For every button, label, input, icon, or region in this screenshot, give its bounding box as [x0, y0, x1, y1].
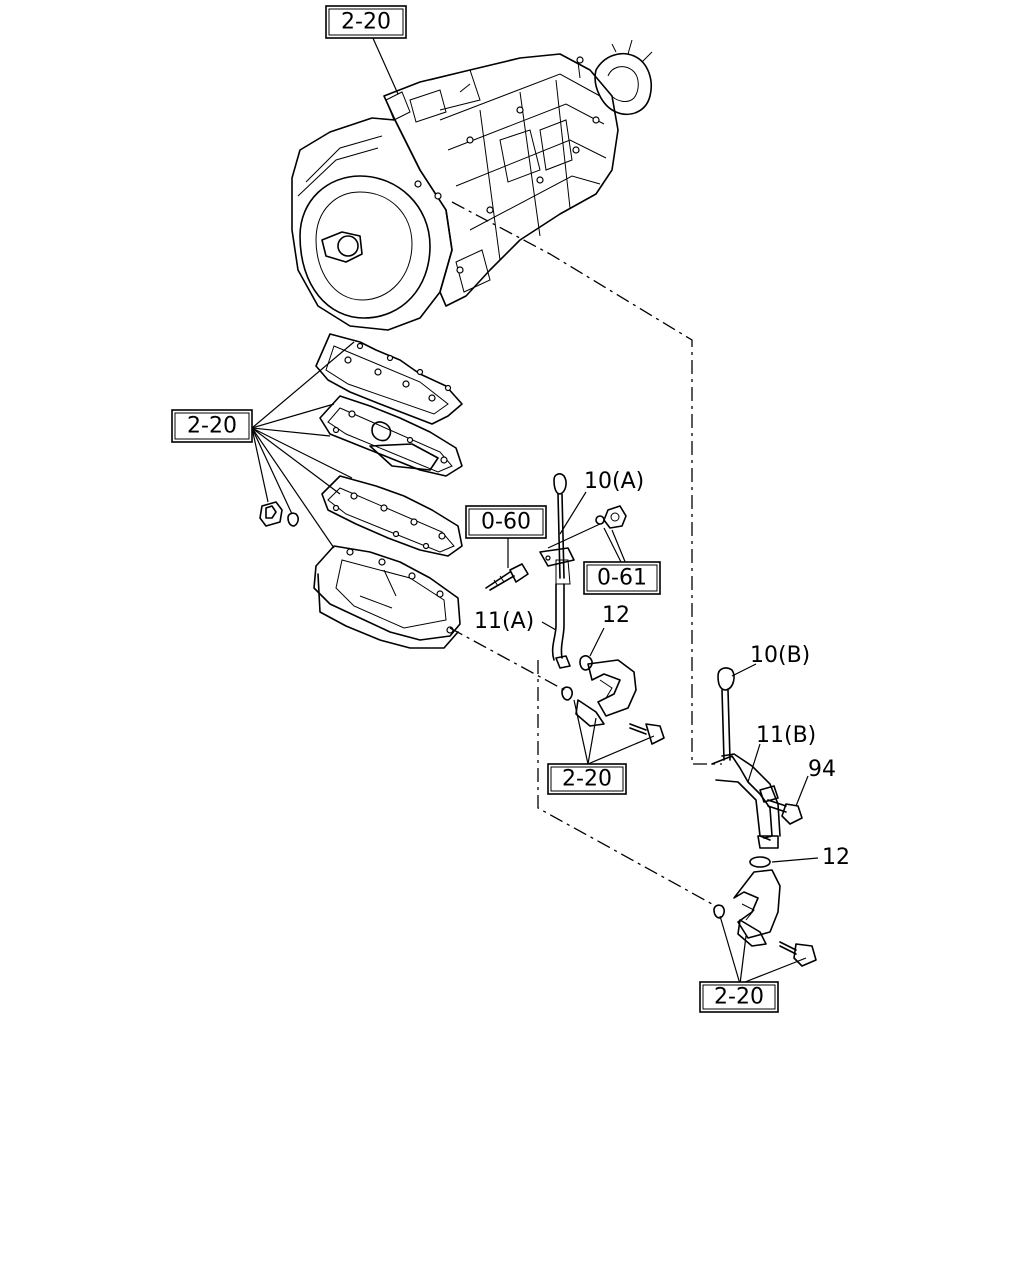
- oil-tube-bracket-b: [537, 660, 817, 967]
- dipstick-b: [717, 667, 735, 761]
- ref-box-bolt-a: 0-60: [465, 505, 547, 539]
- bracket-a: [539, 547, 575, 567]
- leader-lines: [251, 35, 819, 985]
- bolt-a: [485, 563, 529, 591]
- ref-label: 2-20: [714, 985, 764, 1010]
- ref-box-top: 2-20: [325, 5, 407, 39]
- ref-label: 2-20: [562, 767, 612, 792]
- ref-label: 0-60: [481, 510, 531, 535]
- gasket-plate-3: [321, 475, 463, 557]
- nut-washer-a: [595, 505, 627, 529]
- ref-box-bracket-b: 2-20: [699, 981, 779, 1013]
- ref-box-bracket-a: 2-20: [547, 763, 627, 795]
- ref-box-nut-a: 0-61: [583, 561, 661, 595]
- transmission-assembly: [291, 39, 722, 765]
- callout-tube-a: 11(A): [474, 609, 534, 634]
- gasket-plate-2: [319, 395, 463, 477]
- callout-oring-b: 12: [822, 845, 850, 870]
- ref-label: 0-61: [597, 566, 647, 591]
- ref-label: 2-20: [187, 414, 237, 439]
- callout-dipstick-a: 10(A): [584, 469, 644, 494]
- oil-pan: [313, 545, 569, 693]
- gasket-plate-1: [315, 333, 463, 425]
- oring-b: [749, 856, 771, 868]
- ref-label: 2-20: [341, 10, 391, 35]
- dipstick-a: [553, 473, 571, 585]
- callout-oring-a: 12: [602, 603, 630, 628]
- oil-tube-bracket-a: [561, 659, 665, 745]
- ref-box-gasket: 2-20: [171, 409, 253, 443]
- tube-a: [551, 583, 593, 671]
- callout-dipstick-b: 10(B): [750, 643, 810, 668]
- callout-tube-b: 11(B): [756, 723, 816, 748]
- drain-plug-parts: [259, 501, 299, 527]
- callout-bolt-b: 94: [808, 757, 836, 782]
